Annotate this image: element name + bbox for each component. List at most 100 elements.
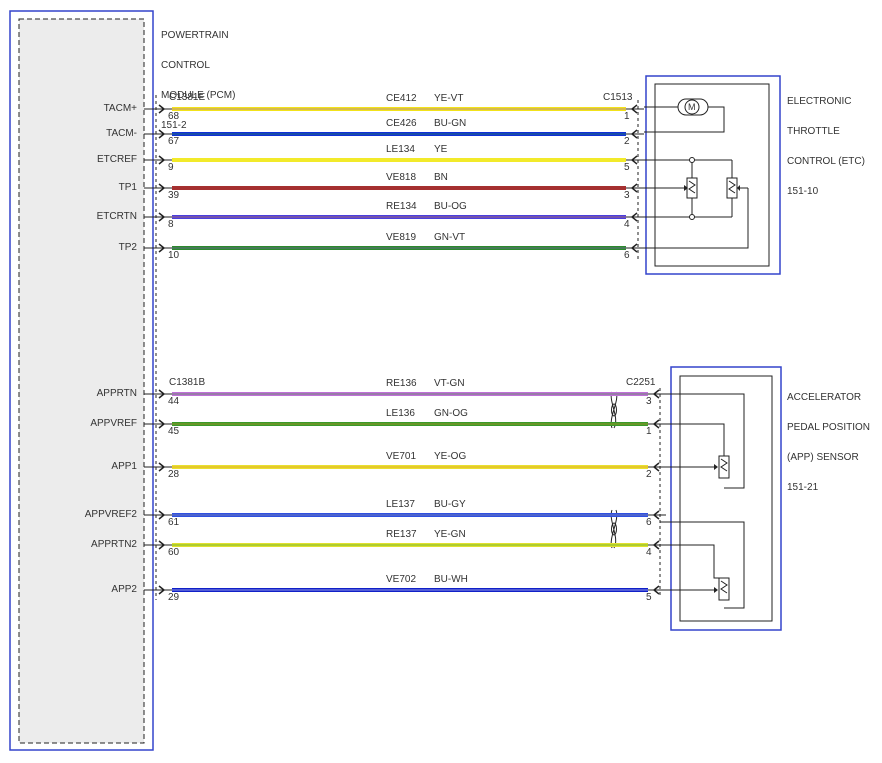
circuit-label: CE426 [386, 118, 417, 129]
wire-color-label: GN-VT [434, 232, 466, 243]
wire-color-label: YE-VT [434, 93, 464, 104]
pcm-pin-label: APP1 [111, 461, 137, 472]
pin-number-left: 60 [168, 547, 180, 558]
pin-number-right: 4 [624, 219, 630, 230]
wire-color-label: BU-WH [434, 574, 468, 585]
motor-icon [644, 98, 725, 133]
pcm-pin-label: APPRTN2 [91, 539, 137, 550]
wire-color-label: VT-GN [434, 378, 465, 389]
pcm-pin-label: APPRTN [96, 388, 137, 399]
connector-arrow [158, 129, 166, 139]
connector-arrow [158, 419, 166, 429]
connector-label: C2251 [626, 377, 656, 388]
pin-number-right: 5 [624, 162, 630, 173]
throttle-position-sensor-icon [644, 157, 749, 249]
pin-number-left: 29 [168, 592, 180, 603]
etc-module-inner [654, 83, 770, 267]
pin-number-left: 10 [168, 250, 180, 261]
pin-number-left: 8 [168, 219, 174, 230]
etc-title-line: CONTROL (ETC) [787, 156, 865, 167]
connector-arrow [158, 104, 166, 114]
pcm-pin-label: TP1 [118, 182, 137, 193]
app-module-box [670, 366, 782, 631]
connector-arrow [158, 243, 166, 253]
pin-number-right: 6 [624, 250, 630, 261]
circuit-label: RE134 [386, 201, 417, 212]
pin-number-right: 1 [624, 111, 630, 122]
app-module-inner [679, 375, 773, 622]
wire-color-label: YE [434, 144, 448, 155]
pin-number-left: 61 [168, 517, 180, 528]
circuit-label: CE412 [386, 93, 417, 104]
etc-title-line: 151-10 [787, 186, 819, 197]
pin-number-left: 39 [168, 190, 180, 201]
pin-number-right: 3 [624, 190, 630, 201]
pin-number-right: 2 [624, 136, 630, 147]
connector-arrow [158, 510, 166, 520]
app-title-line: PEDAL POSITION [787, 422, 870, 433]
pin-number-right: 1 [646, 426, 652, 437]
etc-module-box [645, 75, 781, 275]
wire-color-label: GN-OG [434, 408, 468, 419]
pcm-module-box [9, 10, 154, 751]
pin-number-left: 68 [168, 111, 180, 122]
circuit-label: LE137 [386, 499, 415, 510]
connector-label: C1381E [169, 92, 206, 103]
connector-arrow [158, 212, 166, 222]
circuit-label: VE819 [386, 232, 417, 243]
app-title: ACCELERATOR PEDAL POSITION (APP) SENSOR … [787, 373, 870, 503]
pin-number-left: 28 [168, 469, 180, 480]
pcm-title-line: 151-2 [161, 120, 187, 131]
connector-label: C1513 [603, 92, 633, 103]
pin-number-right: 5 [646, 592, 652, 603]
pcm-pin-label: TACM+ [103, 103, 137, 114]
pcm-pin-label: APPVREF [90, 418, 137, 429]
pcm-title: POWERTRAIN CONTROL MODULE (PCM) 151-2 [161, 11, 235, 141]
pin-number-right: 3 [646, 396, 652, 407]
circuit-label: RE136 [386, 378, 417, 389]
pin-number-right: 4 [646, 547, 652, 558]
pcm-title-line: MODULE (PCM) [161, 90, 236, 101]
circuit-label: VE701 [386, 451, 417, 462]
pcm-pin-label: APP2 [111, 584, 137, 595]
pin-number-left: 9 [168, 162, 174, 173]
connector-arrow [158, 155, 166, 165]
wire-color-label: BN [434, 172, 448, 183]
wire-color-label: BU-OG [434, 201, 467, 212]
connector-arrow [158, 540, 166, 550]
connector-arrow [158, 389, 166, 399]
pcm-pin-label: TP2 [118, 242, 137, 253]
app-title-line: (APP) SENSOR [787, 452, 859, 463]
etc-title: ELECTRONIC THROTTLE CONTROL (ETC) 151-10 [787, 77, 865, 207]
pcm-module-inner [18, 18, 145, 744]
circuit-label: LE134 [386, 144, 415, 155]
circuit-label: VE818 [386, 172, 417, 183]
etc-title-line: ELECTRONIC [787, 96, 852, 107]
wire-color-label: YE-OG [434, 451, 467, 462]
pcm-pin-label: ETCREF [97, 154, 137, 165]
circuit-label: VE702 [386, 574, 417, 585]
wire-color-label: BU-GY [434, 499, 466, 510]
pcm-pin-label: TACM- [106, 128, 137, 139]
etc-title-line: THROTTLE [787, 126, 840, 137]
connector-arrow [158, 462, 166, 472]
wire-color-label: BU-GN [434, 118, 467, 129]
circuit-label: RE137 [386, 529, 417, 540]
connector-arrow [158, 585, 166, 595]
app-sensor-icon [660, 393, 745, 609]
connector-label: C1381B [169, 377, 206, 388]
pcm-pin-label: ETCRTN [96, 211, 137, 222]
pin-number-left: 44 [168, 396, 180, 407]
pcm-title-line: CONTROL [161, 60, 210, 71]
wire-color-label: YE-GN [434, 529, 466, 540]
pin-number-right: 6 [646, 517, 652, 528]
app-title-line: ACCELERATOR [787, 392, 862, 403]
circuit-label: LE136 [386, 408, 415, 419]
motor-label: M [688, 102, 696, 112]
pcm-title-line: POWERTRAIN [161, 30, 229, 41]
connector-arrow [158, 183, 166, 193]
pin-number-right: 2 [646, 469, 652, 480]
pcm-pin-label: APPVREF2 [84, 509, 137, 520]
app-title-line: 151-21 [787, 482, 819, 493]
